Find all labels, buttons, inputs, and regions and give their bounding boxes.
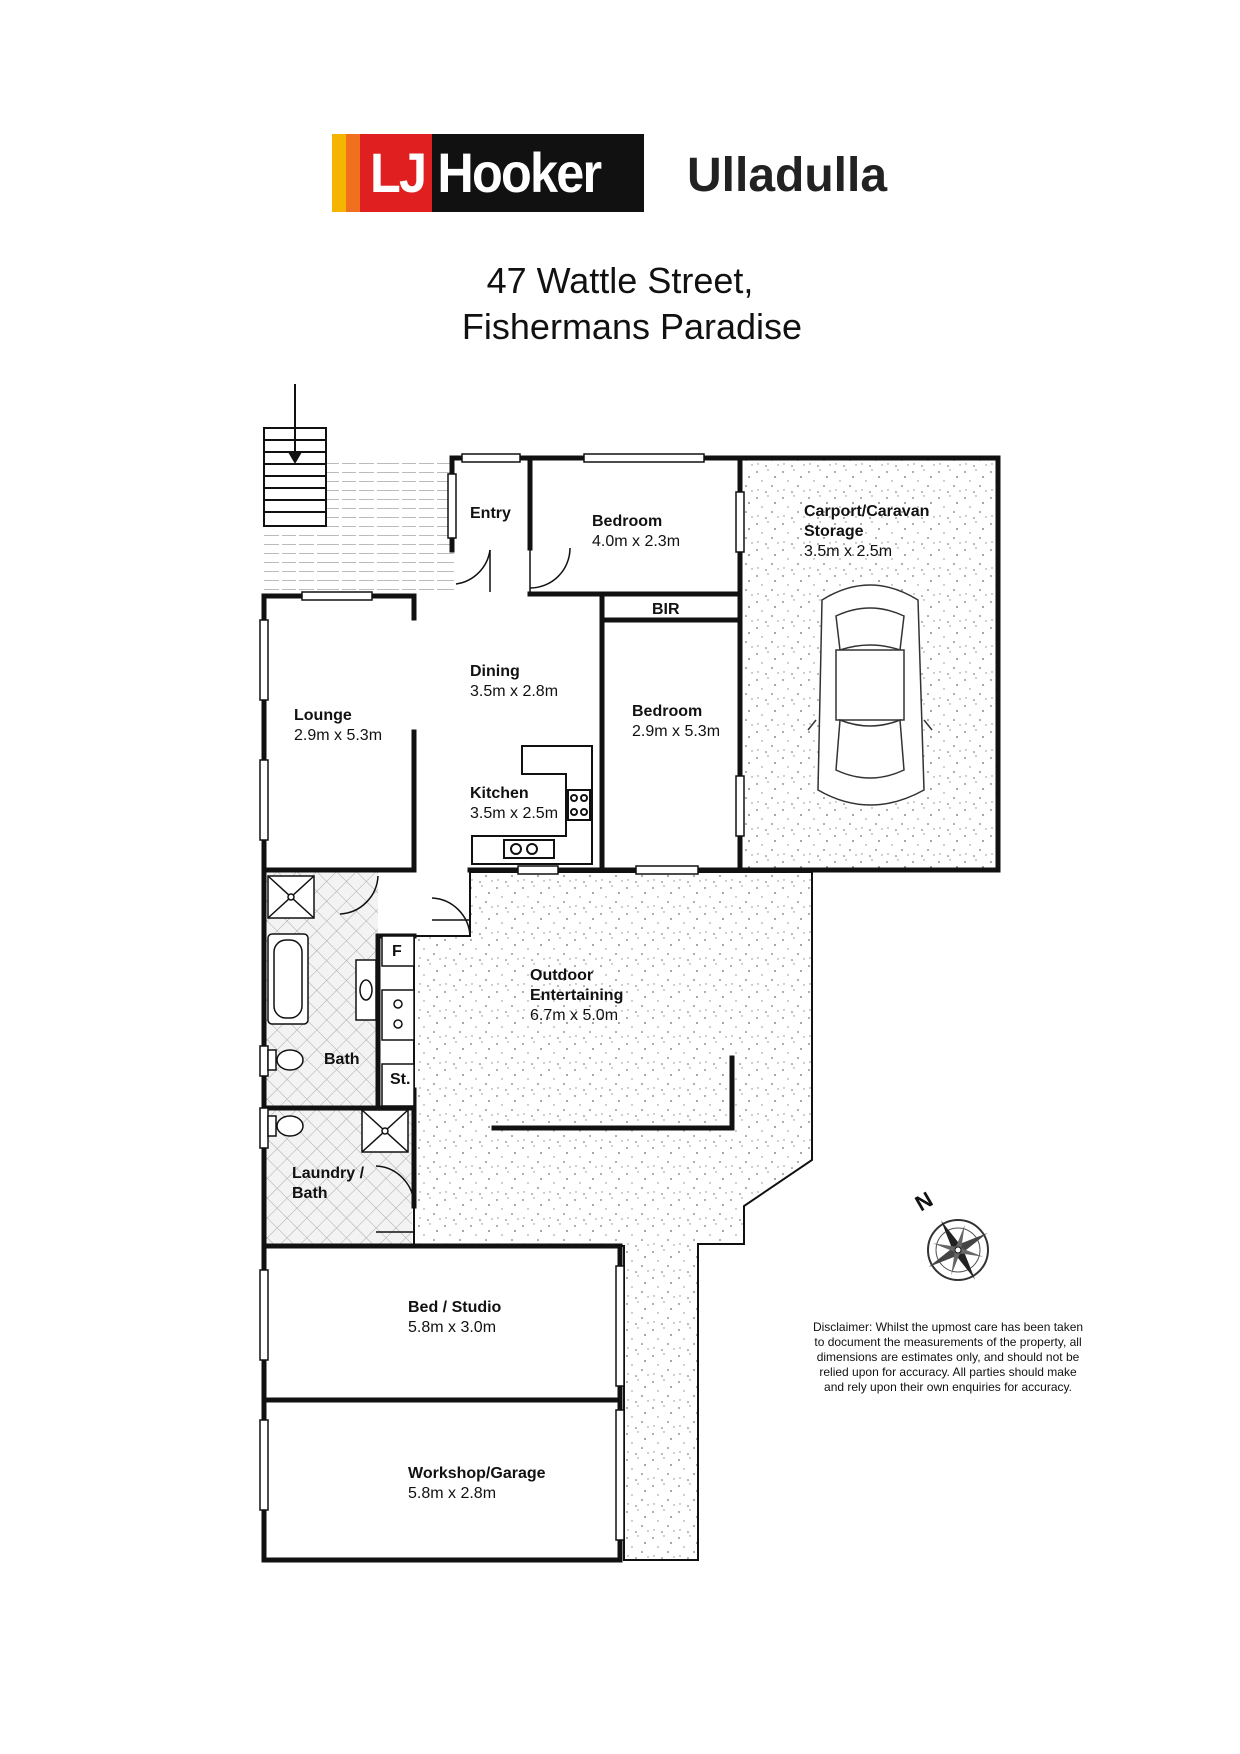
lounge-size: 2.9m x 5.3m <box>294 727 382 744</box>
outdoor-size: 6.7m x 5.0m <box>530 1007 618 1024</box>
laundry-label-2: Bath <box>292 1185 328 1202</box>
car-icon <box>807 584 933 806</box>
bedroom2-label: Bedroom <box>632 703 702 720</box>
carport-label-2: Storage <box>804 523 864 540</box>
kitchen-size: 3.5m x 2.5m <box>470 805 558 822</box>
kitchen-bench <box>471 745 593 865</box>
brand-header: LJ Hooker Ulladulla <box>332 134 902 214</box>
lj-hooker-logo: LJ Hooker <box>332 134 644 212</box>
outdoor-label-1: Outdoor <box>530 967 593 984</box>
entry-arrow-icon <box>288 384 302 464</box>
laundry-label-1: Laundry / <box>292 1165 365 1182</box>
windows <box>259 453 745 1541</box>
workshop-label: Workshop/Garage <box>408 1465 546 1482</box>
bedroom2-size: 2.9m x 5.3m <box>632 723 720 740</box>
room-labels: Entry Bedroom 4.0m x 2.3m Carport/Carava… <box>292 503 929 1502</box>
dining-size: 3.5m x 2.8m <box>470 683 558 700</box>
studio-label: Bed / Studio <box>408 1299 502 1316</box>
bath-fixtures <box>267 875 415 1153</box>
compass-north-label: N <box>911 1187 937 1217</box>
compass-icon: N <box>911 1187 989 1281</box>
carport-label-1: Carport/Caravan <box>804 503 929 520</box>
kitchen-label: Kitchen <box>470 785 529 802</box>
doors <box>339 547 571 1233</box>
address-line-2: Fishermans Paradise <box>461 306 803 347</box>
dining-label: Dining <box>470 663 520 680</box>
logo-text: LJ Hooker <box>370 141 602 204</box>
bedroom1-label: Bedroom <box>592 513 662 530</box>
storage-label: St. <box>390 1071 410 1088</box>
lounge-label: Lounge <box>294 707 352 724</box>
disclaimer: Disclaimer: Whilst the upmost care has b… <box>812 1320 1084 1394</box>
carport-size: 3.5m x 2.5m <box>804 543 892 560</box>
outdoor-area <box>413 871 813 1561</box>
studio-size: 5.8m x 3.0m <box>408 1319 496 1336</box>
entry-label: Entry <box>470 505 511 522</box>
bir-label: BIR <box>652 601 680 618</box>
address-line-1: 47 Wattle Street, <box>486 260 754 301</box>
office-name: Ulladulla <box>687 149 888 202</box>
workshop-size: 5.8m x 2.8m <box>408 1485 496 1502</box>
fridge-label: F <box>392 943 402 960</box>
bath-label: Bath <box>324 1051 360 1068</box>
property-address: 47 Wattle Street, Fishermans Paradise <box>0 258 1240 350</box>
bedroom1-size: 4.0m x 2.3m <box>592 533 680 550</box>
outdoor-label-2: Entertaining <box>530 987 623 1004</box>
